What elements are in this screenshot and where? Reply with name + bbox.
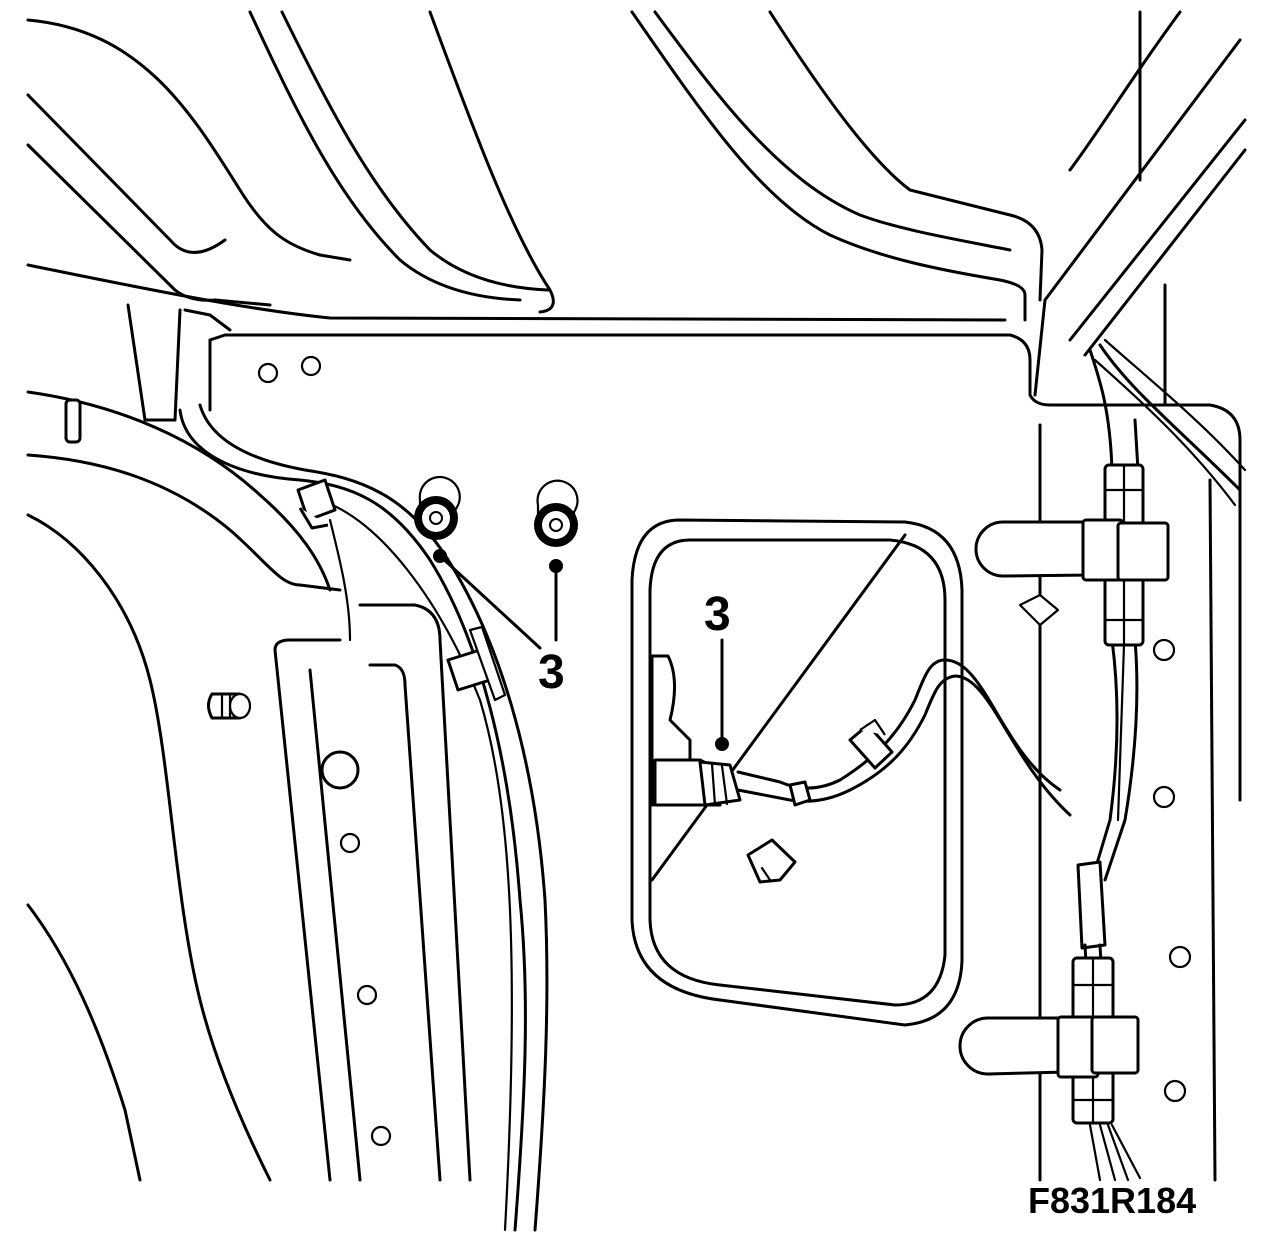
upper-body-structure <box>26 10 1247 397</box>
right-wiring-harness <box>958 338 1247 1182</box>
access-opening <box>630 518 1072 1027</box>
callout-label-fasteners: 3 <box>538 646 565 699</box>
figure-id: F831R184 <box>1028 1180 1196 1221</box>
fastener-group-upper <box>414 475 579 650</box>
callout-label-connector: 3 <box>704 588 731 641</box>
left-wiring-harness <box>178 403 549 1232</box>
left-frame-structure <box>26 390 472 1182</box>
